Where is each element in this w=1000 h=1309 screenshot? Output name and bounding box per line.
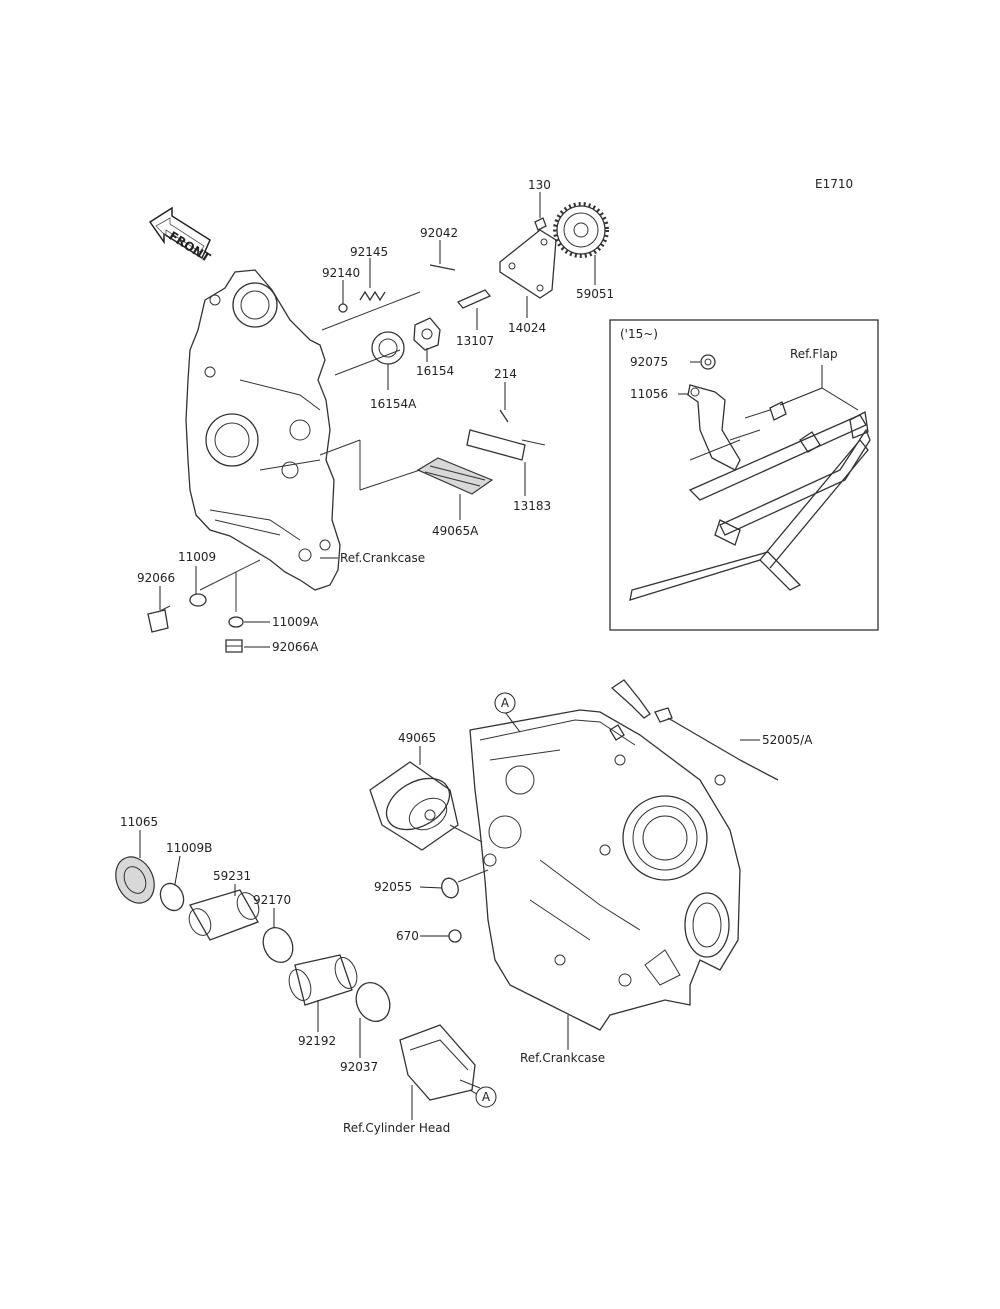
reference-marker-a-bottom: A xyxy=(475,1086,497,1108)
marker-a-top-label: A xyxy=(501,696,510,710)
part-11065: 11065 xyxy=(120,815,158,829)
o-rings-illustration xyxy=(441,869,489,943)
part-14024: 14024 xyxy=(508,321,546,335)
part-92192: 92192 xyxy=(298,1034,336,1048)
inset-frame xyxy=(609,319,879,631)
part-49065: 49065 xyxy=(398,731,436,745)
part-11056: 11056 xyxy=(630,387,668,401)
part-92145: 92145 xyxy=(350,245,388,259)
part-670: 670 xyxy=(396,929,419,943)
part-11009: 11009 xyxy=(178,550,216,564)
part-16154A: 16154A xyxy=(370,397,417,411)
dipstick-illustration xyxy=(610,679,779,781)
oil-filter-illustration xyxy=(369,761,483,851)
part-13183: 13183 xyxy=(513,499,551,513)
crankcase-cover-illustration xyxy=(185,269,341,591)
inset-title: ('15~) xyxy=(620,327,658,341)
part-16154: 16154 xyxy=(416,364,454,378)
part-92042: 92042 xyxy=(420,226,458,240)
part-92170: 92170 xyxy=(253,893,291,907)
front-arrow-icon: FRONT xyxy=(148,206,213,265)
breather-parts-illustration xyxy=(115,856,481,1101)
part-52005A: 52005/A xyxy=(762,733,813,747)
diagram-code: E1710 xyxy=(815,177,853,191)
ref-crankcase-upper: Ref.Crankcase xyxy=(340,551,425,565)
part-59231: 59231 xyxy=(213,869,251,883)
part-92055: 92055 xyxy=(374,880,412,894)
part-11009B: 11009B xyxy=(166,841,212,855)
ref-cylinder-head: Ref.Cylinder Head xyxy=(343,1121,450,1135)
part-92066: 92066 xyxy=(137,571,175,585)
crankcase-illustration xyxy=(469,709,741,1031)
part-13107: 13107 xyxy=(456,334,494,348)
part-49065A: 49065A xyxy=(432,524,479,538)
flap-bracket-illustration xyxy=(629,354,871,601)
part-130: 130 xyxy=(528,178,551,192)
ref-crankcase-lower: Ref.Crankcase xyxy=(520,1051,605,1065)
part-92140: 92140 xyxy=(322,266,360,280)
leader-lines xyxy=(139,192,859,1120)
ref-flap-label: Ref.Flap xyxy=(790,347,838,361)
part-92075: 92075 xyxy=(630,355,668,369)
part-92066A: 92066A xyxy=(272,640,319,654)
oil-pump-parts-illustration xyxy=(319,202,609,495)
part-214: 214 xyxy=(494,367,517,381)
part-11009A: 11009A xyxy=(272,615,319,629)
part-59051: 59051 xyxy=(576,287,614,301)
reference-marker-a-top: A xyxy=(494,692,516,714)
drain-plug-parts-illustration xyxy=(147,559,261,653)
marker-a-bottom-label: A xyxy=(482,1090,491,1104)
part-92037: 92037 xyxy=(340,1060,378,1074)
